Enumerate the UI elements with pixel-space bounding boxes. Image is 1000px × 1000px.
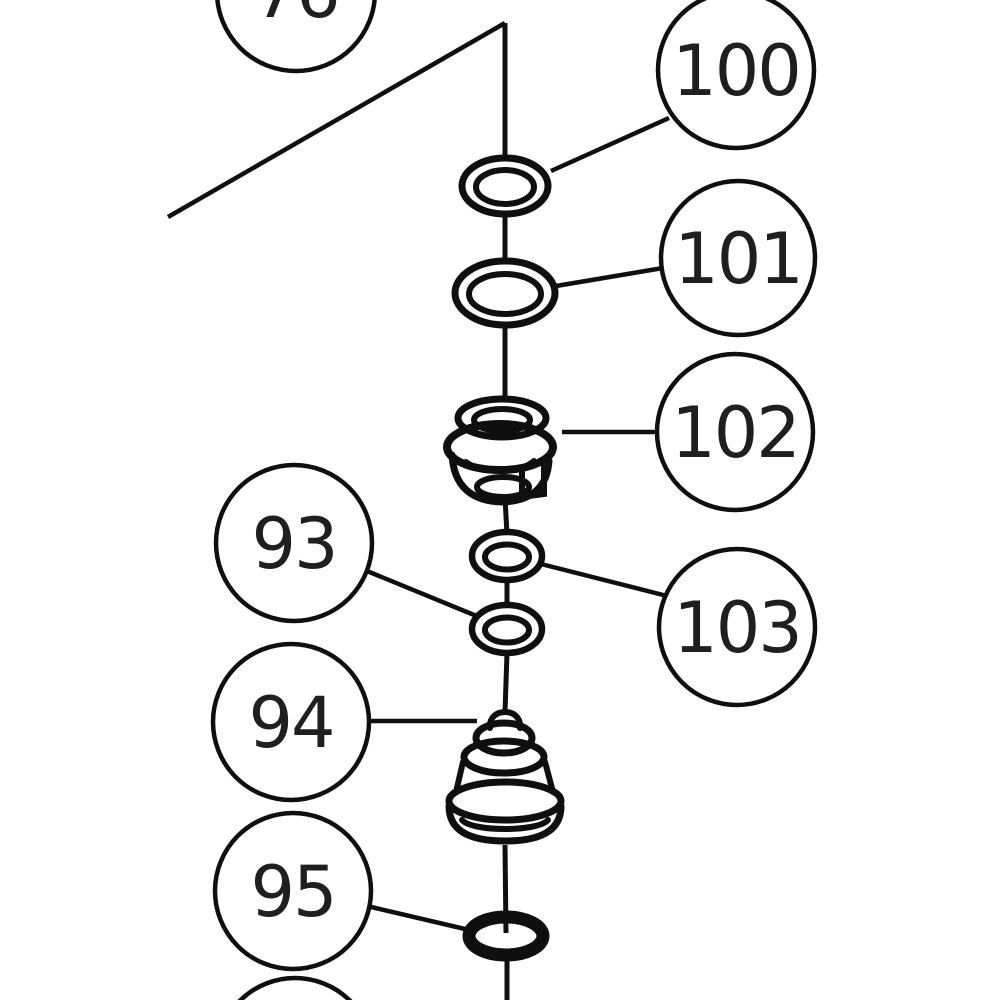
o-ring-thick [462, 910, 550, 962]
o-ring-outer [458, 154, 552, 218]
callout-103-label: 103 [673, 587, 801, 669]
plug-base-inner-arc [459, 817, 551, 832]
callout-100-circle[interactable] [655, 0, 817, 151]
cage-top-ring-inner [471, 406, 533, 434]
callout-100-label: 100 [672, 30, 800, 112]
leader-line-100 [550, 115, 670, 174]
callout-101[interactable]: 101 [658, 178, 818, 338]
leader-line-95 [366, 903, 466, 932]
callout-94[interactable]: 94 [210, 641, 372, 803]
callout-partial-bottom[interactable] [217, 975, 373, 1000]
callout-101-circle[interactable] [658, 178, 818, 338]
part-valve-cage-102 [443, 395, 557, 506]
callout-100-highlighted[interactable]: 100 [655, 0, 817, 151]
callout-76-label: 76 [253, 0, 338, 34]
leader-line-93 [366, 568, 480, 620]
callout-93-circle[interactable] [213, 462, 375, 624]
leader-lines [366, 115, 672, 932]
part-oring-93 [468, 601, 546, 657]
cage-middle-ring [443, 420, 557, 474]
part-oring-103 [468, 528, 546, 584]
o-ring-outer [468, 601, 546, 657]
cage-bottom-ring [474, 474, 532, 500]
callout-76-circle[interactable] [215, 0, 377, 74]
part-oring-95 [462, 910, 550, 962]
callout-103-circle[interactable] [656, 546, 818, 708]
o-ring-outer [451, 257, 559, 329]
o-ring-outer [468, 528, 546, 584]
callout-95[interactable]: 95 [212, 810, 374, 972]
cage-slot [463, 459, 493, 473]
leader-line-101 [555, 265, 664, 289]
cage-slot [509, 458, 537, 473]
callout-93[interactable]: 93 [213, 462, 375, 624]
callout-95-label: 95 [250, 851, 335, 933]
o-ring-inner [473, 167, 537, 207]
callout-94-circle[interactable] [210, 641, 372, 803]
callout-102-label: 102 [671, 392, 799, 474]
cage-top-ring [454, 395, 550, 441]
o-ring-inner [466, 271, 544, 317]
callout-102-circle[interactable] [654, 351, 816, 513]
leader-line-103 [540, 561, 672, 600]
plug-base-bottom [445, 802, 565, 845]
diagonal-pointer-line [166, 21, 507, 219]
o-ring-inner [482, 614, 532, 646]
part-stepped-plug-94 [445, 708, 565, 845]
callout-partial-bottom-circle[interactable] [217, 975, 373, 1000]
callout-93-label: 93 [251, 503, 336, 585]
callout-94-label: 94 [248, 682, 333, 764]
axis-lines [166, 21, 510, 1000]
o-ring-inner [482, 541, 532, 573]
callout-103[interactable]: 103 [656, 546, 818, 708]
plug-body-left [453, 759, 466, 795]
callout-76[interactable]: 76 [215, 0, 377, 74]
plug-base-ring [445, 778, 565, 824]
cage-tab [519, 464, 547, 501]
plug-tier1-ring [472, 719, 536, 757]
callout-95-circle[interactable] [212, 810, 374, 972]
plug-top-nub [486, 708, 524, 731]
callout-102[interactable]: 102 [654, 351, 816, 513]
plug-tier2-ring [460, 737, 548, 777]
axis-segment [502, 652, 510, 713]
part-oring-101 [451, 257, 559, 329]
callout-101-label: 101 [674, 218, 802, 300]
part-oring-100 [458, 154, 552, 218]
